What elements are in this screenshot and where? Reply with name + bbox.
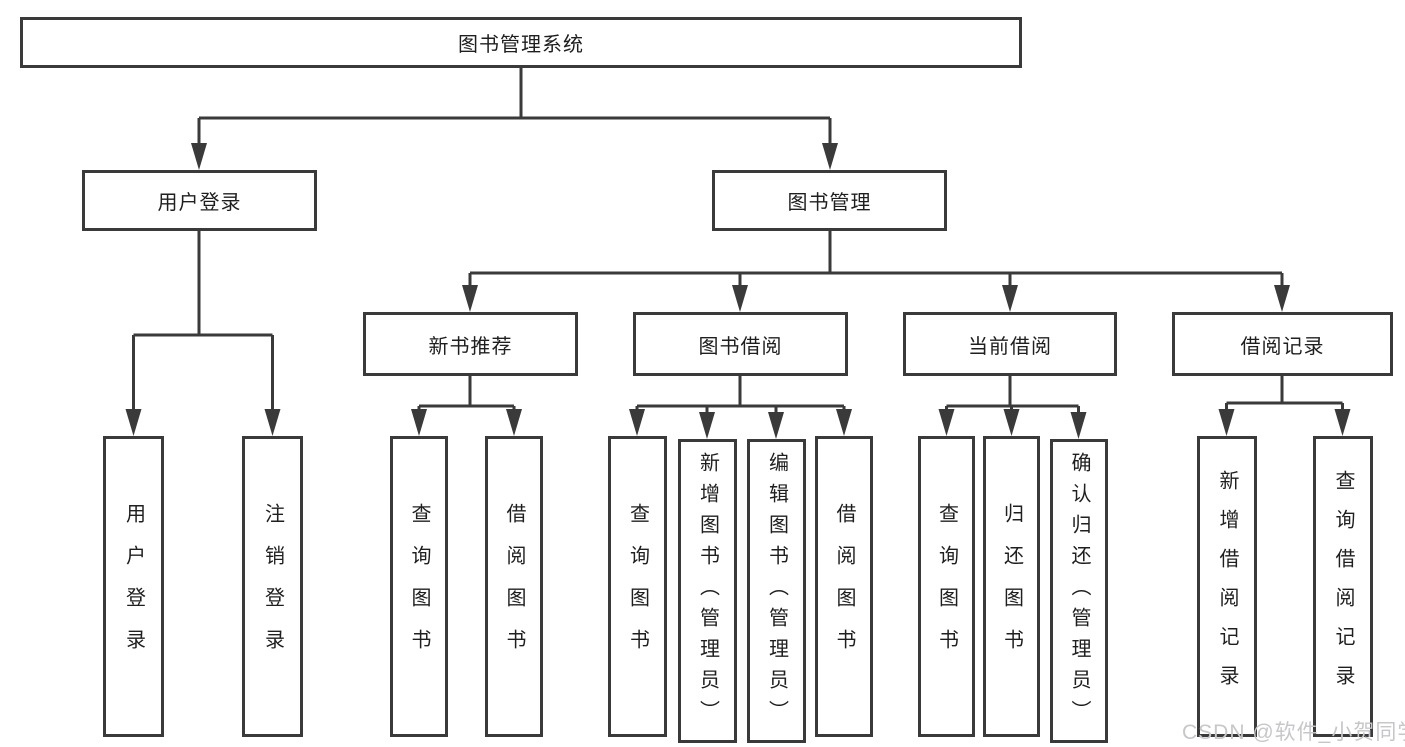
node-book-borrowing: 图书借阅 [633, 312, 848, 376]
node-library-system-label: 图书管理系统 [458, 34, 584, 56]
leaf-query-borrow-record: 查询借阅记录 [1313, 436, 1373, 737]
edges-root-to-level2 [191, 68, 838, 170]
leaf-query-books-1-label: 查询图书 [408, 502, 430, 671]
leaf-logout: 注销登录 [242, 436, 303, 737]
leaf-borrow-books-1-label: 借阅图书 [503, 502, 525, 671]
node-current-borrowing: 当前借阅 [903, 312, 1117, 376]
leaf-query-books-2-label: 查询图书 [626, 502, 649, 671]
node-user-login-label: 用户登录 [157, 192, 242, 214]
node-book-borrowing-label: 图书借阅 [698, 335, 783, 358]
leaf-query-borrow-record-label: 查询借阅记录 [1332, 469, 1354, 704]
leaf-user-login: 用户登录 [103, 436, 164, 737]
leaf-edit-book-admin: 编辑图书（管理员） [747, 439, 806, 743]
leaf-query-books-3-label: 查询图书 [935, 502, 958, 671]
node-library-system: 图书管理系统 [20, 17, 1022, 68]
node-user-login: 用户登录 [82, 170, 317, 231]
leaf-query-books-3: 查询图书 [918, 436, 975, 737]
leaf-edit-book-admin-label: 编辑图书（管理员） [765, 451, 788, 731]
leaf-confirm-return-admin: 确认归还（管理员） [1050, 439, 1108, 743]
node-borrowing-records-label: 借阅记录 [1240, 335, 1325, 358]
leaf-borrow-books-1: 借阅图书 [485, 436, 543, 737]
csdn-watermark: CSDN @软件_小贺同学 [1182, 721, 1405, 744]
edges-book-management-to-level3 [462, 231, 1290, 312]
leaf-return-books-label: 归还图书 [1000, 502, 1023, 671]
leaf-query-books-1: 查询图书 [390, 436, 448, 737]
leaf-add-borrow-record-label: 新增借阅记录 [1216, 469, 1238, 704]
leaf-add-book-admin: 新增图书（管理员） [678, 439, 737, 743]
node-new-book-recommend-label: 新书推荐 [428, 335, 513, 358]
edges-book-borrow-to-leaves [629, 375, 852, 439]
leaf-borrow-books-2: 借阅图书 [815, 436, 873, 737]
edges-user-login-to-leaves [125, 231, 281, 436]
leaf-add-book-admin-label: 新增图书（管理员） [696, 451, 719, 731]
leaf-query-books-2: 查询图书 [608, 436, 667, 737]
node-book-management-label: 图书管理 [787, 192, 872, 214]
node-current-borrowing-label: 当前借阅 [968, 335, 1052, 358]
edges-borrow-records-to-leaves [1218, 375, 1351, 436]
node-book-management: 图书管理 [712, 170, 947, 231]
edges-current-borrow-to-leaves [938, 375, 1087, 439]
edges-new-books-to-leaves [411, 375, 522, 436]
leaf-user-login-label: 用户登录 [122, 502, 145, 671]
leaf-return-books: 归还图书 [983, 436, 1040, 737]
leaf-add-borrow-record: 新增借阅记录 [1197, 436, 1257, 737]
node-new-book-recommend: 新书推荐 [363, 312, 578, 376]
node-borrowing-records: 借阅记录 [1172, 312, 1393, 376]
leaf-confirm-return-admin-label: 确认归还（管理员） [1068, 451, 1090, 731]
leaf-borrow-books-2-label: 借阅图书 [833, 502, 855, 671]
leaf-logout-label: 注销登录 [261, 502, 284, 671]
